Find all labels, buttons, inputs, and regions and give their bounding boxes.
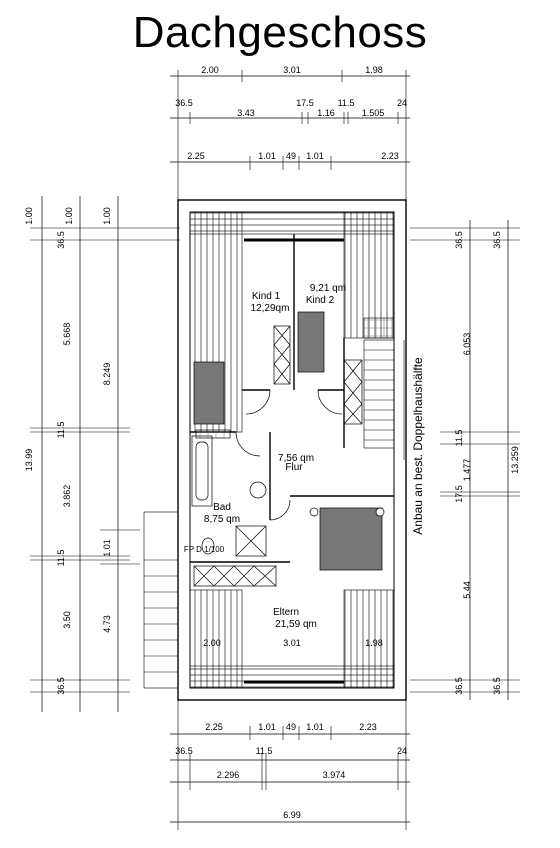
chimney <box>195 429 231 439</box>
dim-text: 1.98 <box>365 65 383 75</box>
dim-right <box>410 220 520 700</box>
dim-text: 11.5 <box>256 746 273 756</box>
dim-text: 13.99 <box>24 449 34 472</box>
fixture-label: FP D 1/100 <box>184 545 225 554</box>
room-name: Bad <box>213 502 231 513</box>
inner-walls <box>190 234 394 684</box>
dim-text: 36.5 <box>492 231 502 249</box>
dim-text: 3.43 <box>237 108 255 118</box>
dim-text: 1.01 <box>258 722 276 732</box>
dim-text: 1.00 <box>102 207 112 225</box>
dim-text: 2.296 <box>217 770 240 780</box>
dim-text: 36.5 <box>454 677 464 695</box>
door-swings <box>235 389 343 521</box>
dim-text: 2.23 <box>381 151 399 161</box>
dim-text: 36.5 <box>56 677 66 695</box>
dim-text: 1.01 <box>306 722 324 732</box>
dim-text: 4.73 <box>102 615 112 633</box>
dim-text: 1.01 <box>258 151 276 161</box>
dim-text: 1.01 <box>102 539 112 557</box>
room-area: 9,21 qm <box>310 283 346 294</box>
dim-text: 3.862 <box>62 485 72 508</box>
room-name: Kind 2 <box>306 295 335 306</box>
dim-top <box>170 70 410 200</box>
room-name: Eltern <box>273 607 299 618</box>
dim-left <box>30 196 180 712</box>
dim-text: 2.23 <box>359 722 377 732</box>
dim-text: 3.01 <box>283 65 301 75</box>
dim-text: 2.25 <box>187 151 205 161</box>
dim-text: 49 <box>286 722 296 732</box>
dim-text: 1.16 <box>317 108 335 118</box>
dim-text: 36.5 <box>56 231 66 249</box>
dim-text: 1.00 <box>24 207 34 225</box>
dim-text: 6.99 <box>283 810 301 820</box>
room-area: 8,75 qm <box>204 514 240 525</box>
dim-text: 1.477 <box>462 459 472 482</box>
dim-text: 1.98 <box>365 638 383 648</box>
stair-treads <box>364 349 394 441</box>
dim-text: 5.668 <box>62 323 72 346</box>
bath-fixtures <box>191 435 267 557</box>
dim-text: 5.44 <box>462 581 472 599</box>
staircase <box>143 317 405 689</box>
wardrobes <box>193 325 363 587</box>
dim-text: 36.5 <box>175 746 193 756</box>
dim-text: 11.5 <box>454 430 464 447</box>
beds <box>193 311 385 571</box>
side-note: Anbau an best. Doppelhaushälfte <box>411 357 425 535</box>
dim-text: 1.00 <box>64 207 74 225</box>
dim-bottom <box>170 700 410 830</box>
dim-text: 11.5 <box>56 422 66 439</box>
dim-text: 36.5 <box>175 98 193 108</box>
dim-text: 1.01 <box>306 151 324 161</box>
dim-text: 2.00 <box>203 638 221 648</box>
dim-text: 2.00 <box>201 65 219 75</box>
room-area: 12,29qm <box>251 303 290 314</box>
dim-text: 49 <box>286 151 296 161</box>
dim-text: 11.5 <box>56 550 66 567</box>
dim-text: 3.50 <box>62 611 72 629</box>
dim-text: 36.5 <box>492 677 502 695</box>
dim-text: 3.01 <box>283 638 301 648</box>
room-area: 7,56 qm <box>278 453 314 464</box>
dim-text: 6.053 <box>462 333 472 356</box>
dim-text: 17.5 <box>454 485 464 503</box>
dim-text: 24 <box>397 746 407 756</box>
page-title: Dachgeschoss <box>132 8 428 57</box>
room-area: 21,59 qm <box>275 619 317 630</box>
dim-text: 8.249 <box>102 363 112 386</box>
dim-text: 3.974 <box>323 770 346 780</box>
dim-text: 17.5 <box>296 98 314 108</box>
room-name: Kind 1 <box>252 291 281 302</box>
dim-text: 1.505 <box>362 108 385 118</box>
room-name: Flur <box>285 462 303 473</box>
dim-text: 24 <box>397 98 407 108</box>
dim-text: 36.5 <box>454 231 464 249</box>
dim-text: 11.5 <box>338 98 355 108</box>
dim-text: 2.25 <box>205 722 223 732</box>
dim-text: 13.259 <box>510 446 520 474</box>
